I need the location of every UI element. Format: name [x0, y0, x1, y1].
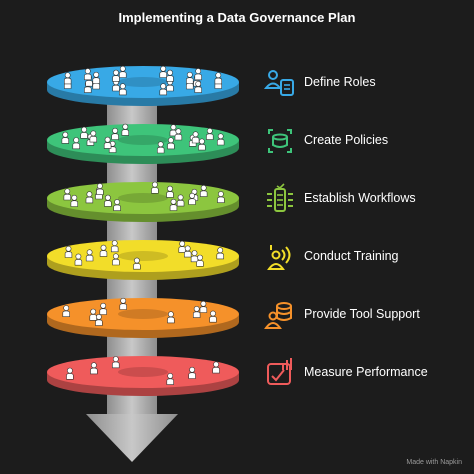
person-icon [169, 198, 178, 211]
person-icon [112, 253, 120, 266]
person-icon [196, 254, 204, 267]
person-icon [159, 65, 167, 78]
step-label-4: Conduct Training [304, 249, 399, 263]
person-icon [72, 137, 80, 150]
training-presenter-icon [267, 245, 291, 270]
performance-chart-icon [267, 358, 292, 385]
person-icon [166, 372, 174, 385]
person-icon [198, 138, 206, 151]
disk-6 [47, 356, 239, 396]
person-icon [119, 83, 127, 96]
person-icon [113, 199, 121, 211]
person-icon [119, 65, 127, 78]
person-icon [209, 310, 217, 323]
person-icon [104, 194, 112, 207]
person-icon [216, 247, 224, 260]
person-icon [167, 137, 175, 150]
person-icon [159, 83, 167, 96]
person-icon [99, 244, 108, 257]
step-label-2: Create Policies [304, 133, 389, 147]
person-icon [212, 361, 220, 374]
person-icon [167, 311, 175, 324]
person-icon [85, 191, 94, 204]
person-icon [176, 194, 185, 207]
person-icon [74, 253, 83, 266]
person-icon [217, 133, 225, 146]
person-icon [89, 130, 98, 143]
person-icon [112, 69, 120, 82]
person-icon [194, 68, 202, 81]
person-icon [186, 71, 194, 84]
person-icon [200, 184, 208, 197]
policy-document-icon [268, 129, 292, 153]
disk-4 [47, 240, 239, 280]
disk-2 [47, 123, 239, 164]
person-icon [112, 356, 120, 369]
step-label-3: Establish Workflows [304, 191, 416, 205]
person-icon [184, 245, 192, 258]
down-arrow [86, 414, 178, 462]
disk-1 [47, 65, 239, 106]
person-icon [64, 245, 73, 258]
person-icon [214, 72, 222, 85]
person-icon [157, 141, 165, 154]
person-icon [90, 362, 98, 375]
person-icon [111, 127, 119, 140]
person-icon [119, 297, 127, 310]
person-icon [217, 191, 225, 203]
person-icon [178, 240, 186, 253]
person-icon [151, 181, 159, 194]
person-icon [84, 68, 92, 81]
person-icon [194, 81, 202, 93]
step-label-1: Define Roles [304, 75, 376, 89]
step-label-6: Measure Performance [304, 365, 428, 379]
person-icon [191, 131, 200, 144]
person-icon [63, 188, 72, 201]
person-icon [166, 185, 174, 198]
person-icon [103, 136, 112, 149]
person-icon [96, 183, 104, 195]
person-icon [80, 126, 88, 139]
person-icon [85, 249, 94, 262]
step-label-5: Provide Tool Support [304, 307, 420, 321]
person-icon [133, 257, 141, 270]
person-icon [121, 123, 129, 136]
person-icon [99, 302, 107, 315]
workflow-icon [267, 183, 293, 212]
person-icon [70, 194, 79, 207]
disk-5 [47, 297, 239, 338]
person-icon [199, 300, 208, 313]
person-icon [61, 131, 70, 144]
user-document-icon [263, 70, 294, 96]
person-icon [190, 250, 199, 263]
person-icon [188, 366, 196, 379]
person-icon [66, 367, 74, 380]
person-icon [193, 305, 201, 318]
person-icon [92, 71, 100, 84]
person-icon [206, 127, 214, 140]
person-icon [62, 305, 70, 318]
person-icon [174, 128, 183, 141]
disk-3 [47, 181, 239, 222]
tool-support-icon [264, 302, 292, 329]
person-icon [89, 308, 97, 321]
page-title: Implementing a Data Governance Plan [118, 10, 356, 25]
person-icon [188, 192, 196, 205]
person-icon [166, 69, 174, 82]
person-icon [63, 72, 72, 85]
person-icon [110, 240, 119, 253]
watermark: Made with Napkin [406, 459, 462, 466]
